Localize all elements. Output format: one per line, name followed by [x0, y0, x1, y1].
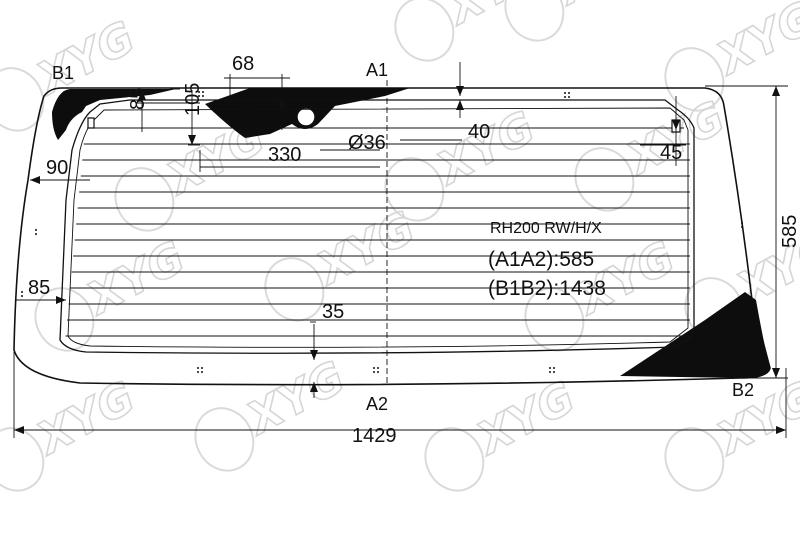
svg-text:XYG: XYG [707, 0, 800, 86]
dim-68: 68 [232, 53, 254, 75]
watermark-logo: XYG [424, 371, 584, 492]
watermark-logo: XYG [34, 231, 194, 352]
svg-text:XYG: XYG [427, 102, 544, 196]
heating-lines [65, 127, 690, 337]
dim-105: 105 [182, 83, 204, 116]
point-label-b2: B2 [732, 380, 754, 400]
heating-border-inner [67, 107, 689, 348]
dim-diameter-36: Ø36 [348, 132, 386, 154]
svg-text:XYG: XYG [437, 0, 554, 36]
spec-b1b2: (B1B2):1438 [488, 277, 606, 300]
point-label-a2: A2 [366, 394, 388, 414]
point-label-a1: A1 [366, 60, 388, 80]
watermark-logo: XYG [504, 0, 664, 42]
svg-text:XYG: XYG [617, 92, 734, 186]
frit-bottom-right [620, 292, 770, 378]
svg-text:XYG: XYG [467, 372, 584, 466]
marker-dots [21, 91, 743, 373]
dim-585-height: 585 [779, 215, 800, 248]
dim-35: 35 [322, 301, 344, 323]
watermark-logo: XYG [0, 371, 144, 492]
dim-1429-width: 1429 [352, 425, 397, 447]
spec-model: RH200 RW/H/X [490, 220, 602, 237]
wiper-hole [296, 107, 316, 127]
frit-top-left [52, 89, 176, 140]
spec-a1a2: (A1A2):585 [488, 248, 594, 271]
watermark-logo: XYG [194, 351, 354, 472]
dim-85-top: 85 [127, 88, 149, 110]
watermark-logo: XYG [664, 371, 800, 492]
dim-90: 90 [46, 157, 68, 179]
svg-text:XYG: XYG [237, 352, 354, 446]
dim-40: 40 [468, 121, 490, 143]
heating-connectors [87, 117, 681, 133]
dim-330: 330 [268, 144, 301, 166]
watermark-logo: XYG [394, 0, 554, 62]
heating-border [59, 99, 695, 354]
dimension-arrows [14, 86, 786, 434]
dim-85-side: 85 [28, 277, 50, 299]
brand-watermark-layer: XYGXYGXYGXYGXYGXYGXYGXYGXYGXYGXYGXYGXYGX… [0, 0, 800, 492]
svg-text:XYG: XYG [27, 372, 144, 466]
point-label-b1: B1 [52, 63, 74, 83]
svg-text:XYG: XYG [77, 232, 194, 326]
svg-text:XYG: XYG [307, 202, 424, 296]
dim-45: 45 [660, 142, 682, 164]
